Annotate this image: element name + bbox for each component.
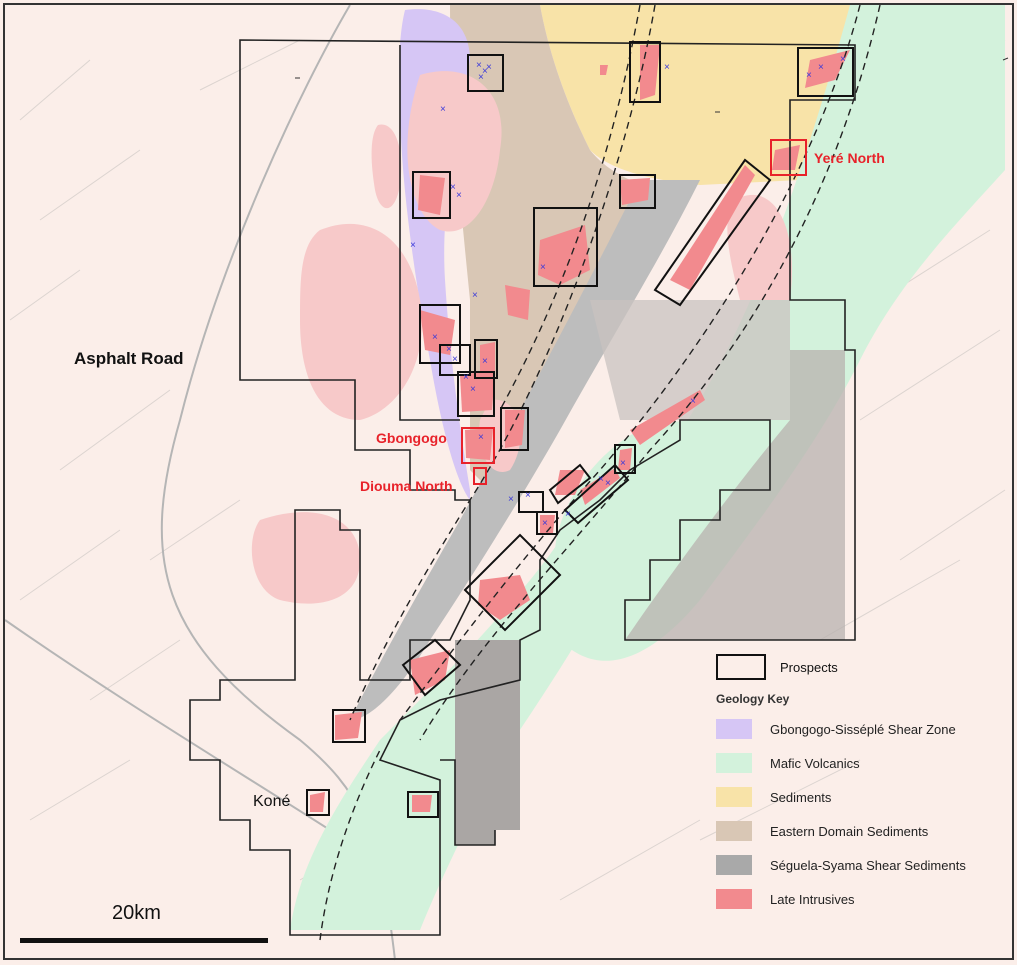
svg-text:×: × [525, 490, 531, 501]
svg-text:×: × [440, 104, 446, 115]
svg-text:×: × [818, 62, 824, 73]
legend-item: Sediments [716, 780, 1006, 814]
svg-text:×: × [450, 182, 456, 193]
legend-item: Séguela-Syama Shear Sediments [716, 848, 1006, 882]
legend: Prospects Geology Key Gbongogo-Sisséplé … [716, 652, 1006, 916]
legend-swatch [716, 821, 752, 841]
lineaments [9, 39, 1006, 901]
label-gbongogo: Gbongogo [376, 430, 447, 446]
legend-item-label: Mafic Volcanics [770, 755, 860, 771]
legend-item-label: Séguela-Syama Shear Sediments [770, 857, 966, 873]
svg-text:×: × [508, 494, 514, 505]
legend-item: Gbongogo-Sisséplé Shear Zone [716, 712, 1006, 746]
svg-text:×: × [540, 262, 546, 273]
scale-bar [20, 938, 268, 943]
legend-swatch [716, 719, 752, 739]
legend-swatch [716, 855, 752, 875]
svg-text:×: × [456, 190, 462, 201]
late-intrusives-red [310, 45, 850, 812]
label-yere-north: Yeré North [814, 150, 885, 166]
minor-marks [295, 57, 1009, 113]
svg-text:×: × [476, 60, 482, 71]
svg-text:×: × [690, 396, 696, 407]
highlighted-prospects [461, 139, 807, 485]
tenement-boundaries [189, 39, 856, 936]
svg-text:×: × [470, 384, 476, 395]
prospect-swatch [716, 654, 766, 680]
legend-swatch [716, 753, 752, 773]
legend-item: Eastern Domain Sediments [716, 814, 1006, 848]
prospect-boxes [306, 41, 854, 818]
legend-prospects-label: Prospects [780, 659, 838, 675]
svg-text:×: × [806, 70, 812, 81]
fault-lines [319, 4, 881, 941]
svg-text:×: × [598, 474, 604, 485]
svg-text:×: × [472, 290, 478, 301]
legend-prospects-row: Prospects [716, 652, 1006, 682]
mafic-volcanics-sw [290, 540, 600, 930]
legend-item-label: Eastern Domain Sediments [770, 823, 929, 839]
legend-swatch [716, 889, 752, 909]
mafic-volcanics-mid [554, 420, 790, 580]
svg-text:×: × [620, 458, 626, 469]
svg-text:×: × [840, 54, 846, 65]
legend-swatch [716, 787, 752, 807]
shear-overlay-east [590, 300, 790, 420]
svg-text:×: × [565, 509, 571, 520]
svg-text:×: × [482, 356, 488, 367]
svg-text:×: × [478, 432, 484, 443]
label-kone: Koné [253, 793, 291, 810]
late-intrusives-large [251, 71, 792, 604]
scale-bar-label: 20km [112, 902, 161, 924]
svg-text:×: × [486, 62, 492, 73]
legend-item: Late Intrusives [716, 882, 1006, 916]
legend-key-title: Geology Key [716, 692, 790, 706]
svg-text:×: × [446, 344, 452, 355]
svg-text:×: × [410, 240, 416, 251]
svg-text:×: × [664, 62, 670, 73]
legend-item-label: Gbongogo-Sisséplé Shear Zone [770, 721, 956, 737]
svg-text:×: × [605, 478, 611, 489]
svg-text:×: × [463, 372, 469, 383]
label-asphalt-road: Asphalt Road [74, 349, 184, 368]
svg-text:×: × [542, 518, 548, 529]
legend-item-label: Late Intrusives [770, 891, 855, 907]
shear-block-south [455, 640, 520, 845]
svg-text:×: × [482, 66, 488, 77]
shear-overlay-se [625, 350, 845, 640]
legend-item: Mafic Volcanics [716, 746, 1006, 780]
scale-bar-line [20, 938, 268, 943]
legend-item-label: Sediments [770, 789, 832, 805]
svg-text:×: × [432, 332, 438, 343]
svg-text:×: × [452, 354, 458, 365]
label-diouma-north: Diouma North [360, 478, 453, 494]
drill-markers: ×××× ×××× ×××× ×××× ×××× ×××× ×××× × [410, 54, 846, 529]
svg-text:×: × [478, 72, 484, 83]
